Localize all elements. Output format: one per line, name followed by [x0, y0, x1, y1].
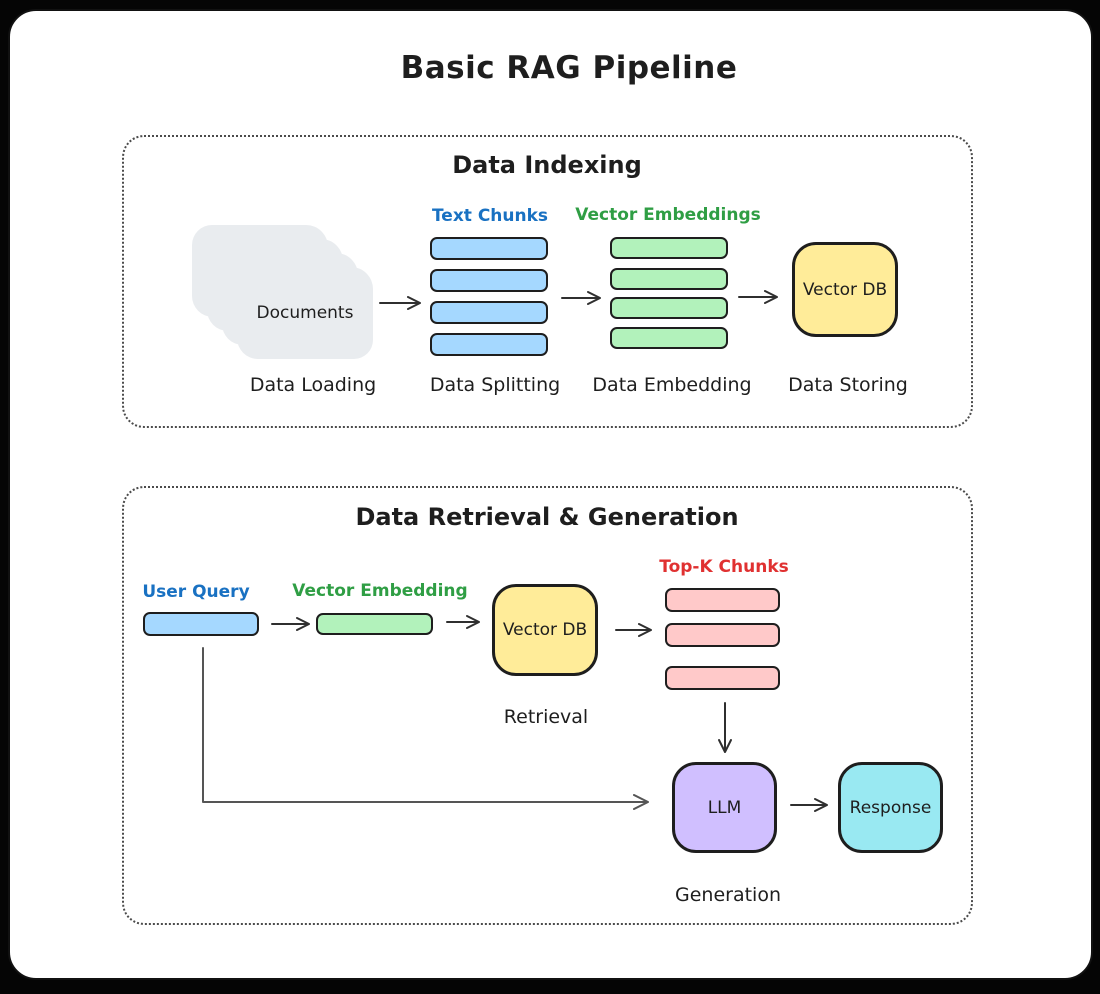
- top-k-chunk-bar: [665, 588, 780, 612]
- data-indexing-section: [122, 135, 973, 428]
- document-card-front: Documents: [237, 267, 373, 359]
- vector-embedding-bar: [610, 297, 728, 319]
- query-embedding-bar: [316, 613, 433, 635]
- vector-embedding-bar: [610, 237, 728, 259]
- retrieval-generation-section: [122, 486, 973, 925]
- vector-db-label: Vector DB: [802, 279, 888, 300]
- data-indexing-title: Data Indexing: [452, 151, 642, 179]
- step-label-data-splitting: Data Splitting: [429, 374, 561, 396]
- step-label-data-storing: Data Storing: [788, 374, 908, 396]
- vector-db-box-indexing: Vector DB: [792, 242, 898, 337]
- vector-embeddings-label: Vector Embeddings: [575, 205, 761, 225]
- step-label-data-loading: Data Loading: [249, 374, 377, 396]
- top-k-chunks-label: Top-K Chunks: [659, 557, 789, 577]
- vector-db-label: Vector DB: [502, 620, 588, 640]
- user-query-label: User Query: [142, 582, 250, 602]
- documents-label: Documents: [256, 303, 354, 323]
- text-chunks-label: Text Chunks: [431, 206, 549, 226]
- response-label: Response: [849, 797, 932, 818]
- page-title: Basic RAG Pipeline: [400, 50, 738, 86]
- vector-embedding-label: Vector Embedding: [292, 581, 468, 601]
- top-k-chunk-bar: [665, 623, 780, 647]
- step-label-data-embedding: Data Embedding: [592, 374, 752, 396]
- retrieval-generation-title: Data Retrieval & Generation: [355, 503, 739, 531]
- text-chunk-bar: [430, 333, 548, 356]
- generation-caption: Generation: [675, 884, 781, 906]
- vector-embedding-bar: [610, 268, 728, 290]
- text-chunk-bar: [430, 269, 548, 292]
- top-k-chunk-bar: [665, 666, 780, 690]
- user-query-bar: [143, 612, 259, 636]
- vector-db-box-retrieval: Vector DB: [492, 584, 598, 676]
- vector-embedding-bar: [610, 327, 728, 349]
- retrieval-caption: Retrieval: [503, 706, 589, 728]
- llm-box: LLM: [672, 762, 777, 853]
- llm-label: LLM: [707, 797, 742, 818]
- response-box: Response: [838, 762, 943, 853]
- text-chunk-bar: [430, 237, 548, 260]
- text-chunk-bar: [430, 301, 548, 324]
